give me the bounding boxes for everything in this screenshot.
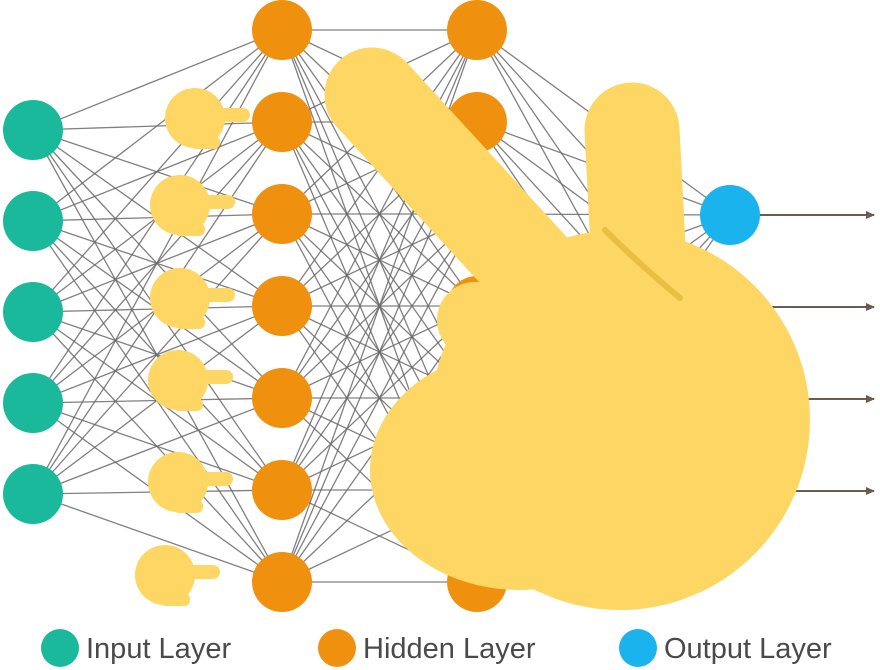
hidden-layer-node [252,184,312,244]
pointing-hand-icon [148,452,233,513]
input-layer-node [3,282,63,342]
input-layer-node [3,373,63,433]
hidden-layer-node [252,276,312,336]
output-layer-node [700,185,760,245]
connection-line [32,493,283,583]
hidden-layer-node [252,92,312,152]
pointing-hand-icon [165,88,250,149]
connection-line [32,29,283,222]
pointing-hand-icon [148,350,233,411]
input-layer-node [3,464,63,524]
hidden-layer-node [252,460,312,520]
pointing-hand-icon [150,268,235,329]
connection-line [281,29,478,399]
hidden-layer-node [447,0,507,60]
hidden-layer-node [252,552,312,612]
connection-line [32,397,283,495]
input-layer-node [3,100,63,160]
legend-output: Output Layer [619,629,832,667]
legend-output-label: Output Layer [664,633,832,665]
hidden-layer-node [252,0,312,60]
pointing-hand-icon [135,545,220,606]
victory-hand-icon [324,47,810,610]
legend-hidden-swatch [318,629,356,667]
legend-input-swatch [41,629,79,667]
connection-line [281,213,478,583]
connection-line [32,213,283,495]
legend-output-swatch [619,629,657,667]
legend-hidden: Hidden Layer [318,629,536,667]
legend: Input Layer Hidden Layer Output Layer [41,629,832,667]
connection-line [32,29,283,495]
hidden-layer-node [252,368,312,428]
legend-input-label: Input Layer [86,633,231,665]
connection-line [32,29,283,313]
pointing-hand-icon [150,175,235,236]
legend-input: Input Layer [41,629,231,667]
connection-line [32,29,283,131]
small-hands-overlay [135,88,250,606]
legend-hidden-label: Hidden Layer [363,633,536,665]
input-layer-node [3,191,63,251]
